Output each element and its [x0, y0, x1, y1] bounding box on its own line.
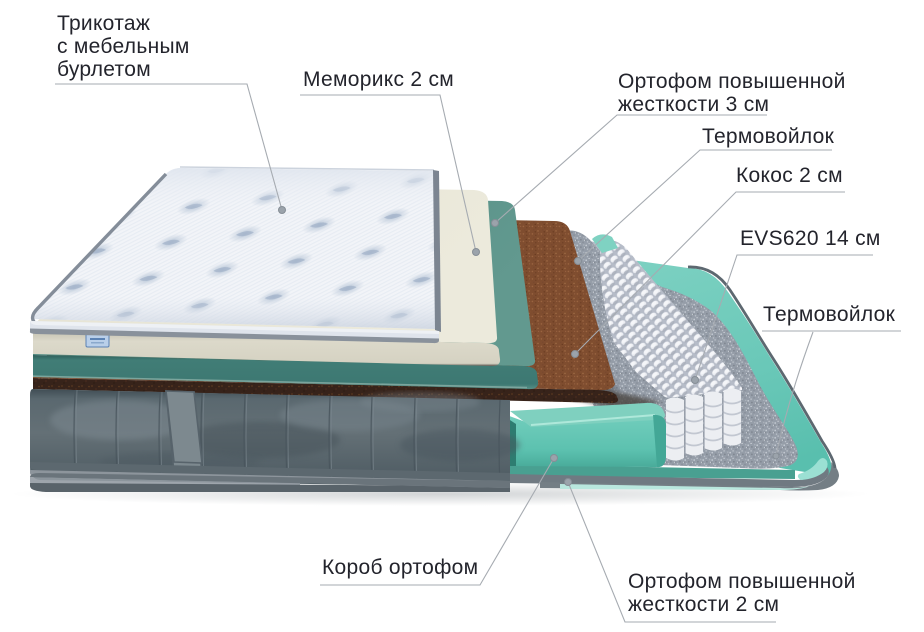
svg-text:бурлетом: бурлетом [57, 58, 151, 81]
svg-text:Короб ортофом: Короб ортофом [322, 556, 478, 579]
svg-text:с мебельным: с мебельным [57, 35, 190, 58]
svg-text:Трикотаж: Трикотаж [57, 12, 150, 35]
svg-text:Кокос 2 см: Кокос 2 см [736, 164, 843, 187]
svg-text:жесткости 3 см: жесткости 3 см [618, 93, 769, 116]
svg-text:Термовойлок: Термовойлок [763, 303, 896, 326]
svg-text:Ортофом повышенной: Ортофом повышенной [628, 570, 856, 593]
svg-text:EVS620 14 см: EVS620 14 см [740, 227, 881, 250]
svg-text:жесткости 2 см: жесткости 2 см [628, 593, 779, 616]
svg-text:Термовойлок: Термовойлок [702, 125, 835, 148]
svg-text:Ортофом повышенной: Ортофом повышенной [618, 70, 846, 93]
svg-text:Меморикс 2 см: Меморикс 2 см [303, 68, 454, 91]
